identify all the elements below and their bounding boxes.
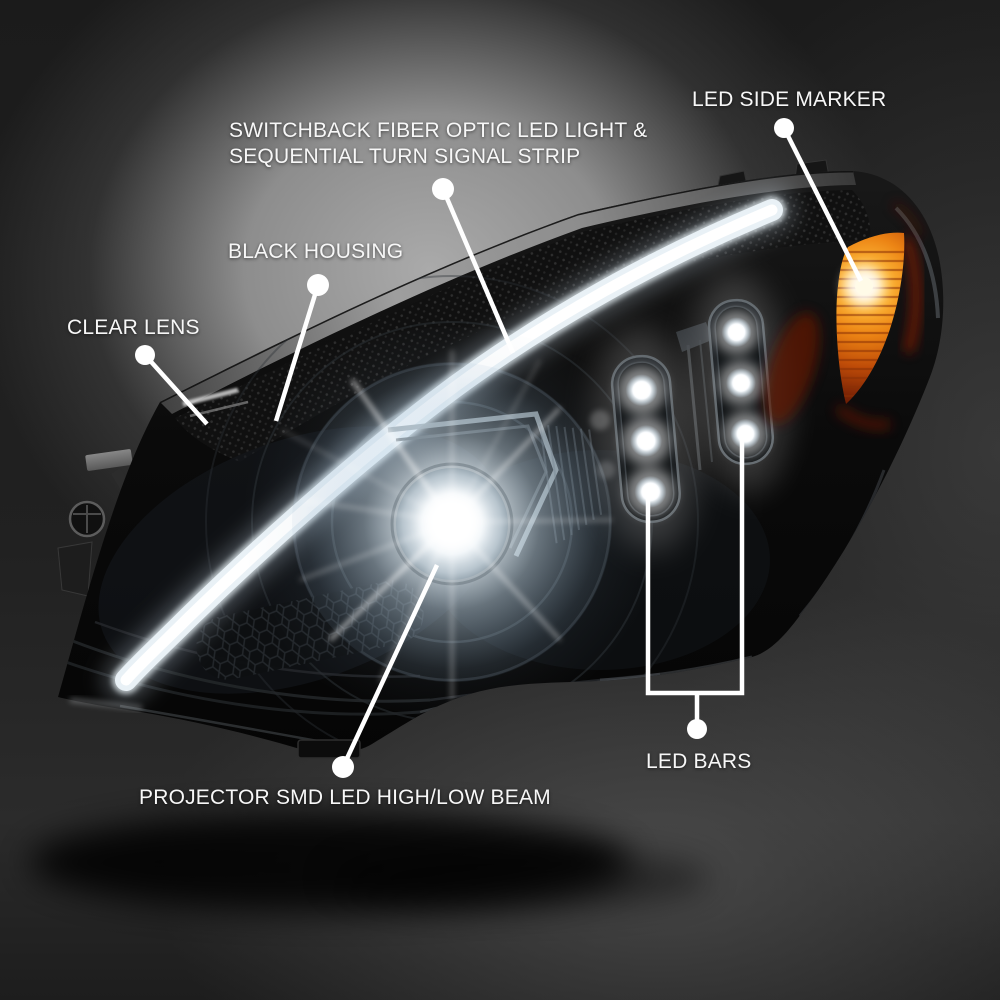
label-clear-lens: CLEAR LENS xyxy=(67,316,200,339)
label-black-housing: BLACK HOUSING xyxy=(228,240,404,263)
rim-edge-line xyxy=(159,170,854,404)
callout-black-housing xyxy=(273,274,329,422)
amber-side-marker xyxy=(764,201,923,429)
drop-shadow xyxy=(30,812,710,912)
label-led-side-marker: LED SIDE MARKER xyxy=(692,88,887,111)
led-bar-module-right xyxy=(692,273,790,493)
callouts xyxy=(135,118,864,778)
led-ghost-reflections xyxy=(590,410,615,479)
led-bar-module-left xyxy=(593,328,699,552)
callout-projector xyxy=(332,564,440,778)
label-projector: PROJECTOR SMD LED HIGH/LOW BEAM xyxy=(139,786,551,809)
led-chips-right xyxy=(714,310,768,456)
callout-switchback xyxy=(432,178,516,354)
callout-clear-lens xyxy=(135,345,209,426)
strip-end-reflection xyxy=(69,697,143,711)
label-switchback-line1: SWITCHBACK FIBER OPTIC LED LIGHT & xyxy=(229,119,648,142)
label-led-bars: LED BARS xyxy=(646,750,752,773)
projector-beam xyxy=(222,327,682,717)
callout-led-bars xyxy=(645,430,745,739)
bottom-mount-tab xyxy=(297,739,361,759)
label-switchback: SWITCHBACK FIBER OPTIC LED LIGHT & SEQUE… xyxy=(229,118,647,170)
label-switchback-line2: SEQUENTIAL TURN SIGNAL STRIP xyxy=(229,145,581,168)
callout-led-side-marker xyxy=(774,118,864,283)
